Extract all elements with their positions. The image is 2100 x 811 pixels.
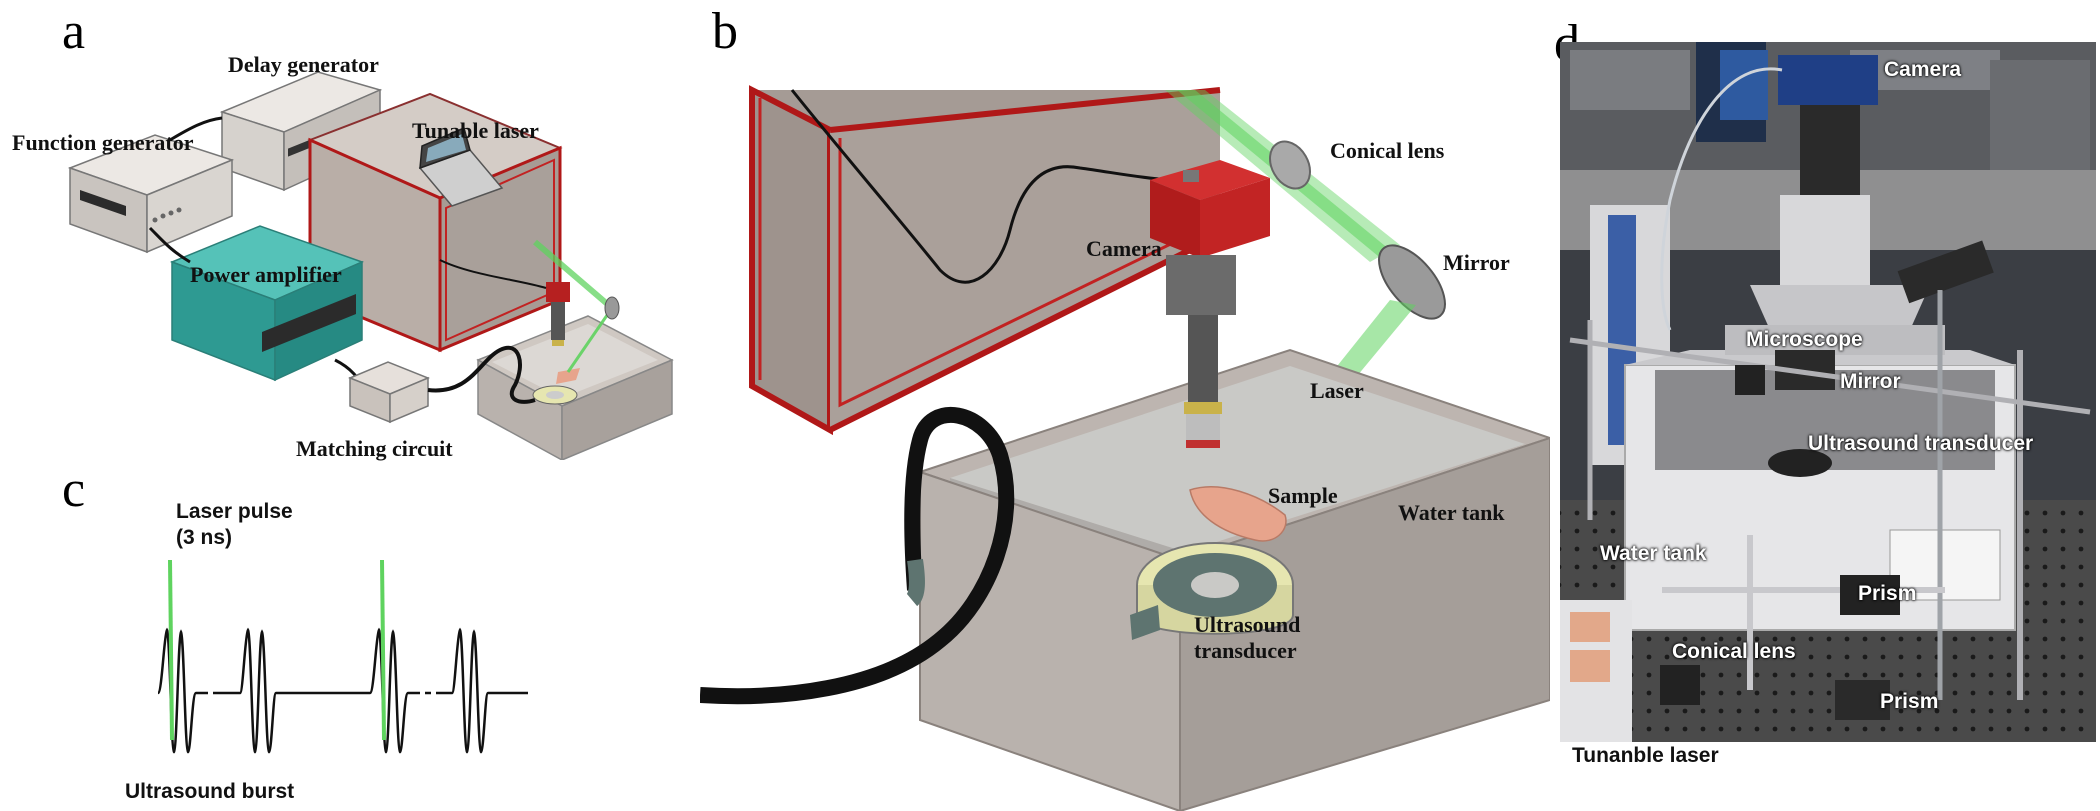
setup-photo	[1560, 42, 2096, 742]
photo-water-tank-label: Water tank	[1600, 542, 1707, 565]
delay-generator-label: Delay generator	[228, 52, 379, 77]
ultrasound-burst-label: Ultrasound burst	[125, 780, 295, 803]
photo-tunable-laser-label: Tunanble laser	[1572, 744, 1719, 767]
water-tank-label: Water tank	[1398, 500, 1505, 525]
mirror-label: Mirror	[1443, 250, 1510, 275]
ultrasound-transducer-label-line1: Ultrasound	[1194, 612, 1301, 637]
conical-lens-shape	[1269, 140, 1311, 190]
sample-label: Sample	[1268, 483, 1338, 508]
panel-a-label: a	[62, 3, 86, 60]
power-amplifier-box	[169, 225, 365, 382]
camera-mini	[546, 282, 570, 346]
laser-pulse-label: Laser pulse	[176, 500, 293, 523]
transducer-cable	[700, 407, 1015, 705]
laser-pulse-line-1	[168, 559, 174, 741]
photo-prism-lower-label: Prism	[1880, 690, 1939, 713]
tunable-laser-label: Tunable laser	[412, 118, 539, 143]
ultrasound-burst-waveform	[156, 627, 528, 754]
laser-pulse-line-2	[380, 559, 386, 741]
photo-camera-label: Camera	[1884, 58, 1962, 81]
panel-c-label: c	[62, 461, 86, 518]
laser-label: Laser	[1310, 378, 1364, 403]
panel-d: d	[1550, 0, 2100, 811]
photo-prism-upper-label: Prism	[1858, 582, 1917, 605]
photo-ultrasound-transducer-label: Ultrasound transducer	[1808, 432, 2034, 455]
camera-label: Camera	[1086, 236, 1162, 261]
panel-b: b	[700, 0, 1550, 811]
power-amplifier-label: Power amplifier	[190, 262, 342, 287]
panel-a-diagram	[67, 71, 674, 460]
sample-shape	[1189, 486, 1287, 542]
laser-pulse-duration-label: (3 ns)	[176, 526, 233, 549]
camera-shape	[1150, 160, 1270, 448]
mirror-shape	[1378, 244, 1446, 320]
panel-a: a	[0, 0, 700, 461]
photo-mirror-label: Mirror	[1840, 370, 1901, 393]
laptop-icon	[418, 126, 504, 207]
function-generator-box	[67, 134, 235, 254]
panel-c: c Laser pulse (3 ns) Ultrasound burst	[0, 460, 700, 811]
function-generator-label: Function generator	[12, 130, 194, 155]
photo-conical-lens-label: Conical lens	[1672, 640, 1796, 663]
ultrasound-transducer-label-line2: transducer	[1194, 638, 1297, 663]
water-tank-mini	[476, 315, 674, 460]
waveform-diagram	[156, 559, 528, 754]
photo-microscope	[1725, 55, 1994, 390]
panel-b-label: b	[712, 3, 738, 60]
matching-circuit-label: Matching circuit	[296, 436, 453, 461]
panel-b-diagram	[700, 85, 1550, 811]
ultrasound-transducer-shape	[1130, 542, 1294, 640]
matching-circuit-box	[348, 361, 430, 424]
photo-microscope-label: Microscope	[1746, 328, 1863, 351]
conical-lens-label: Conical lens	[1330, 138, 1445, 163]
